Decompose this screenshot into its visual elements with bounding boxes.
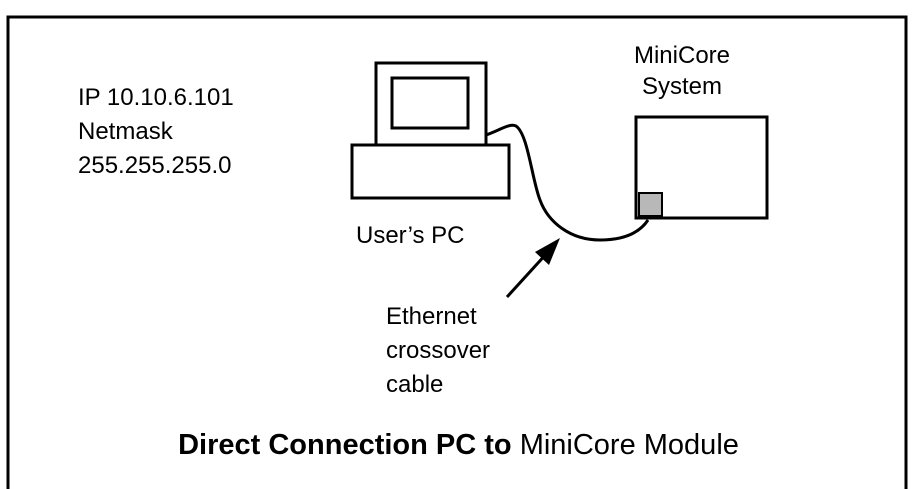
minicore-title-line1: MiniCore — [633, 42, 731, 69]
caption-normal-part: MiniCore Module — [519, 429, 739, 461]
frame-border — [6, 15, 908, 489]
diagram-caption: Direct Connection PC to MiniCore Module — [0, 429, 917, 461]
minicore-port — [638, 192, 663, 217]
cable-label-line1: Ethernet — [386, 303, 477, 330]
cable-arrow-head — [535, 238, 560, 265]
pc-netmask-label: Netmask — [78, 118, 173, 145]
minicore-label: MiniCore System — [612, 40, 752, 102]
cable-label-line2: crossover — [386, 337, 491, 364]
minicore-title-line2: System — [641, 73, 722, 100]
ethernet-cable — [485, 123, 650, 242]
pc-netmask-value: 255.255.255.0 — [78, 152, 232, 179]
pc-ip-text: IP 10.10.6.101 — [78, 84, 234, 111]
cable-label: Ethernet crossover cable — [386, 300, 490, 402]
cable-arrow-shaft — [505, 250, 550, 299]
pc-label: User’s PC — [356, 222, 465, 249]
pc-base — [350, 143, 511, 200]
cable-label-line3: cable — [386, 371, 444, 398]
pc-screen — [390, 76, 470, 130]
caption-bold-part: Direct Connection PC to — [178, 429, 512, 461]
pc-network-info: IP 10.10.6.101 Netmask 255.255.255.0 — [78, 81, 234, 183]
